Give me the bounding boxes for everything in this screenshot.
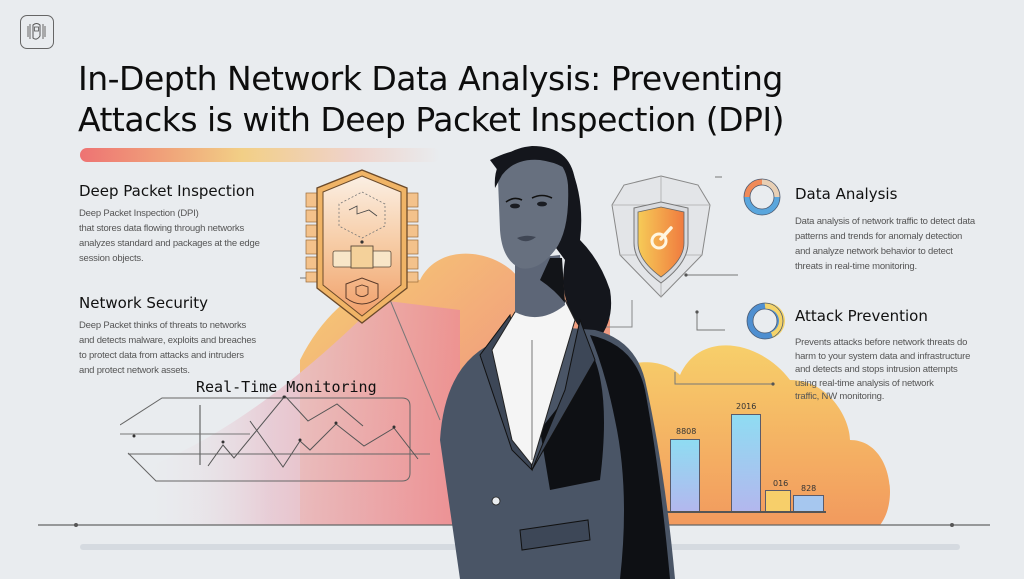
section-body: Prevents attacks before network threats … <box>795 337 971 402</box>
bar-chart-axis <box>666 511 826 513</box>
bar-3 <box>765 490 791 512</box>
fingerprint-hand-icon <box>27 23 46 40</box>
security-shield-icon <box>611 175 711 298</box>
bar-label-1: 8808 <box>676 427 697 436</box>
title-accent-bar <box>80 148 440 162</box>
section-heading: Attack Prevention <box>795 307 928 325</box>
section-deep-packet-inspection: Deep Packet Inspection Deep Packet Inspe… <box>79 182 279 266</box>
section-body: Data analysis of network traffic to dete… <box>795 216 975 272</box>
bar-label-2: 2016 <box>736 402 757 411</box>
businesswoman-illustration <box>440 146 675 579</box>
bar-label-4: 828 <box>801 484 817 493</box>
donut-chart-icon <box>743 178 781 216</box>
logo <box>20 15 54 49</box>
section-network-security: Network Security Deep Packet thinks of t… <box>79 294 279 378</box>
section-heading: Data Analysis <box>795 185 898 203</box>
section-heading: Network Security <box>79 294 208 312</box>
section-body: Deep Packet Inspection (DPI) that stores… <box>79 208 260 264</box>
section-body: Deep Packet thinks of threats to network… <box>79 320 256 376</box>
bar-2 <box>731 414 761 512</box>
dpi-shield-icon <box>305 169 419 324</box>
page-title-line-2: Attacks is with Deep Packet Inspection (… <box>78 100 785 139</box>
page-title: In-Depth Network Data Analysis: Preventi… <box>78 58 838 140</box>
bar-label-3: 016 <box>773 479 789 488</box>
section-attack-prevention: Attack Prevention Prevents attacks befor… <box>795 307 995 404</box>
bar-4 <box>793 495 824 512</box>
section-data-analysis: Data Analysis Data analysis of network t… <box>795 185 995 274</box>
bar-chart: 8808 2016 016 828 <box>640 390 860 513</box>
section-heading: Deep Packet Inspection <box>79 182 255 200</box>
donut-chart-icon <box>746 302 785 340</box>
page-title-line-1: In-Depth Network Data Analysis: Preventi… <box>78 59 783 98</box>
monitoring-line-chart <box>120 395 430 482</box>
monitoring-title: Real-Time Monitoring <box>196 378 377 396</box>
bar-1 <box>670 439 700 512</box>
